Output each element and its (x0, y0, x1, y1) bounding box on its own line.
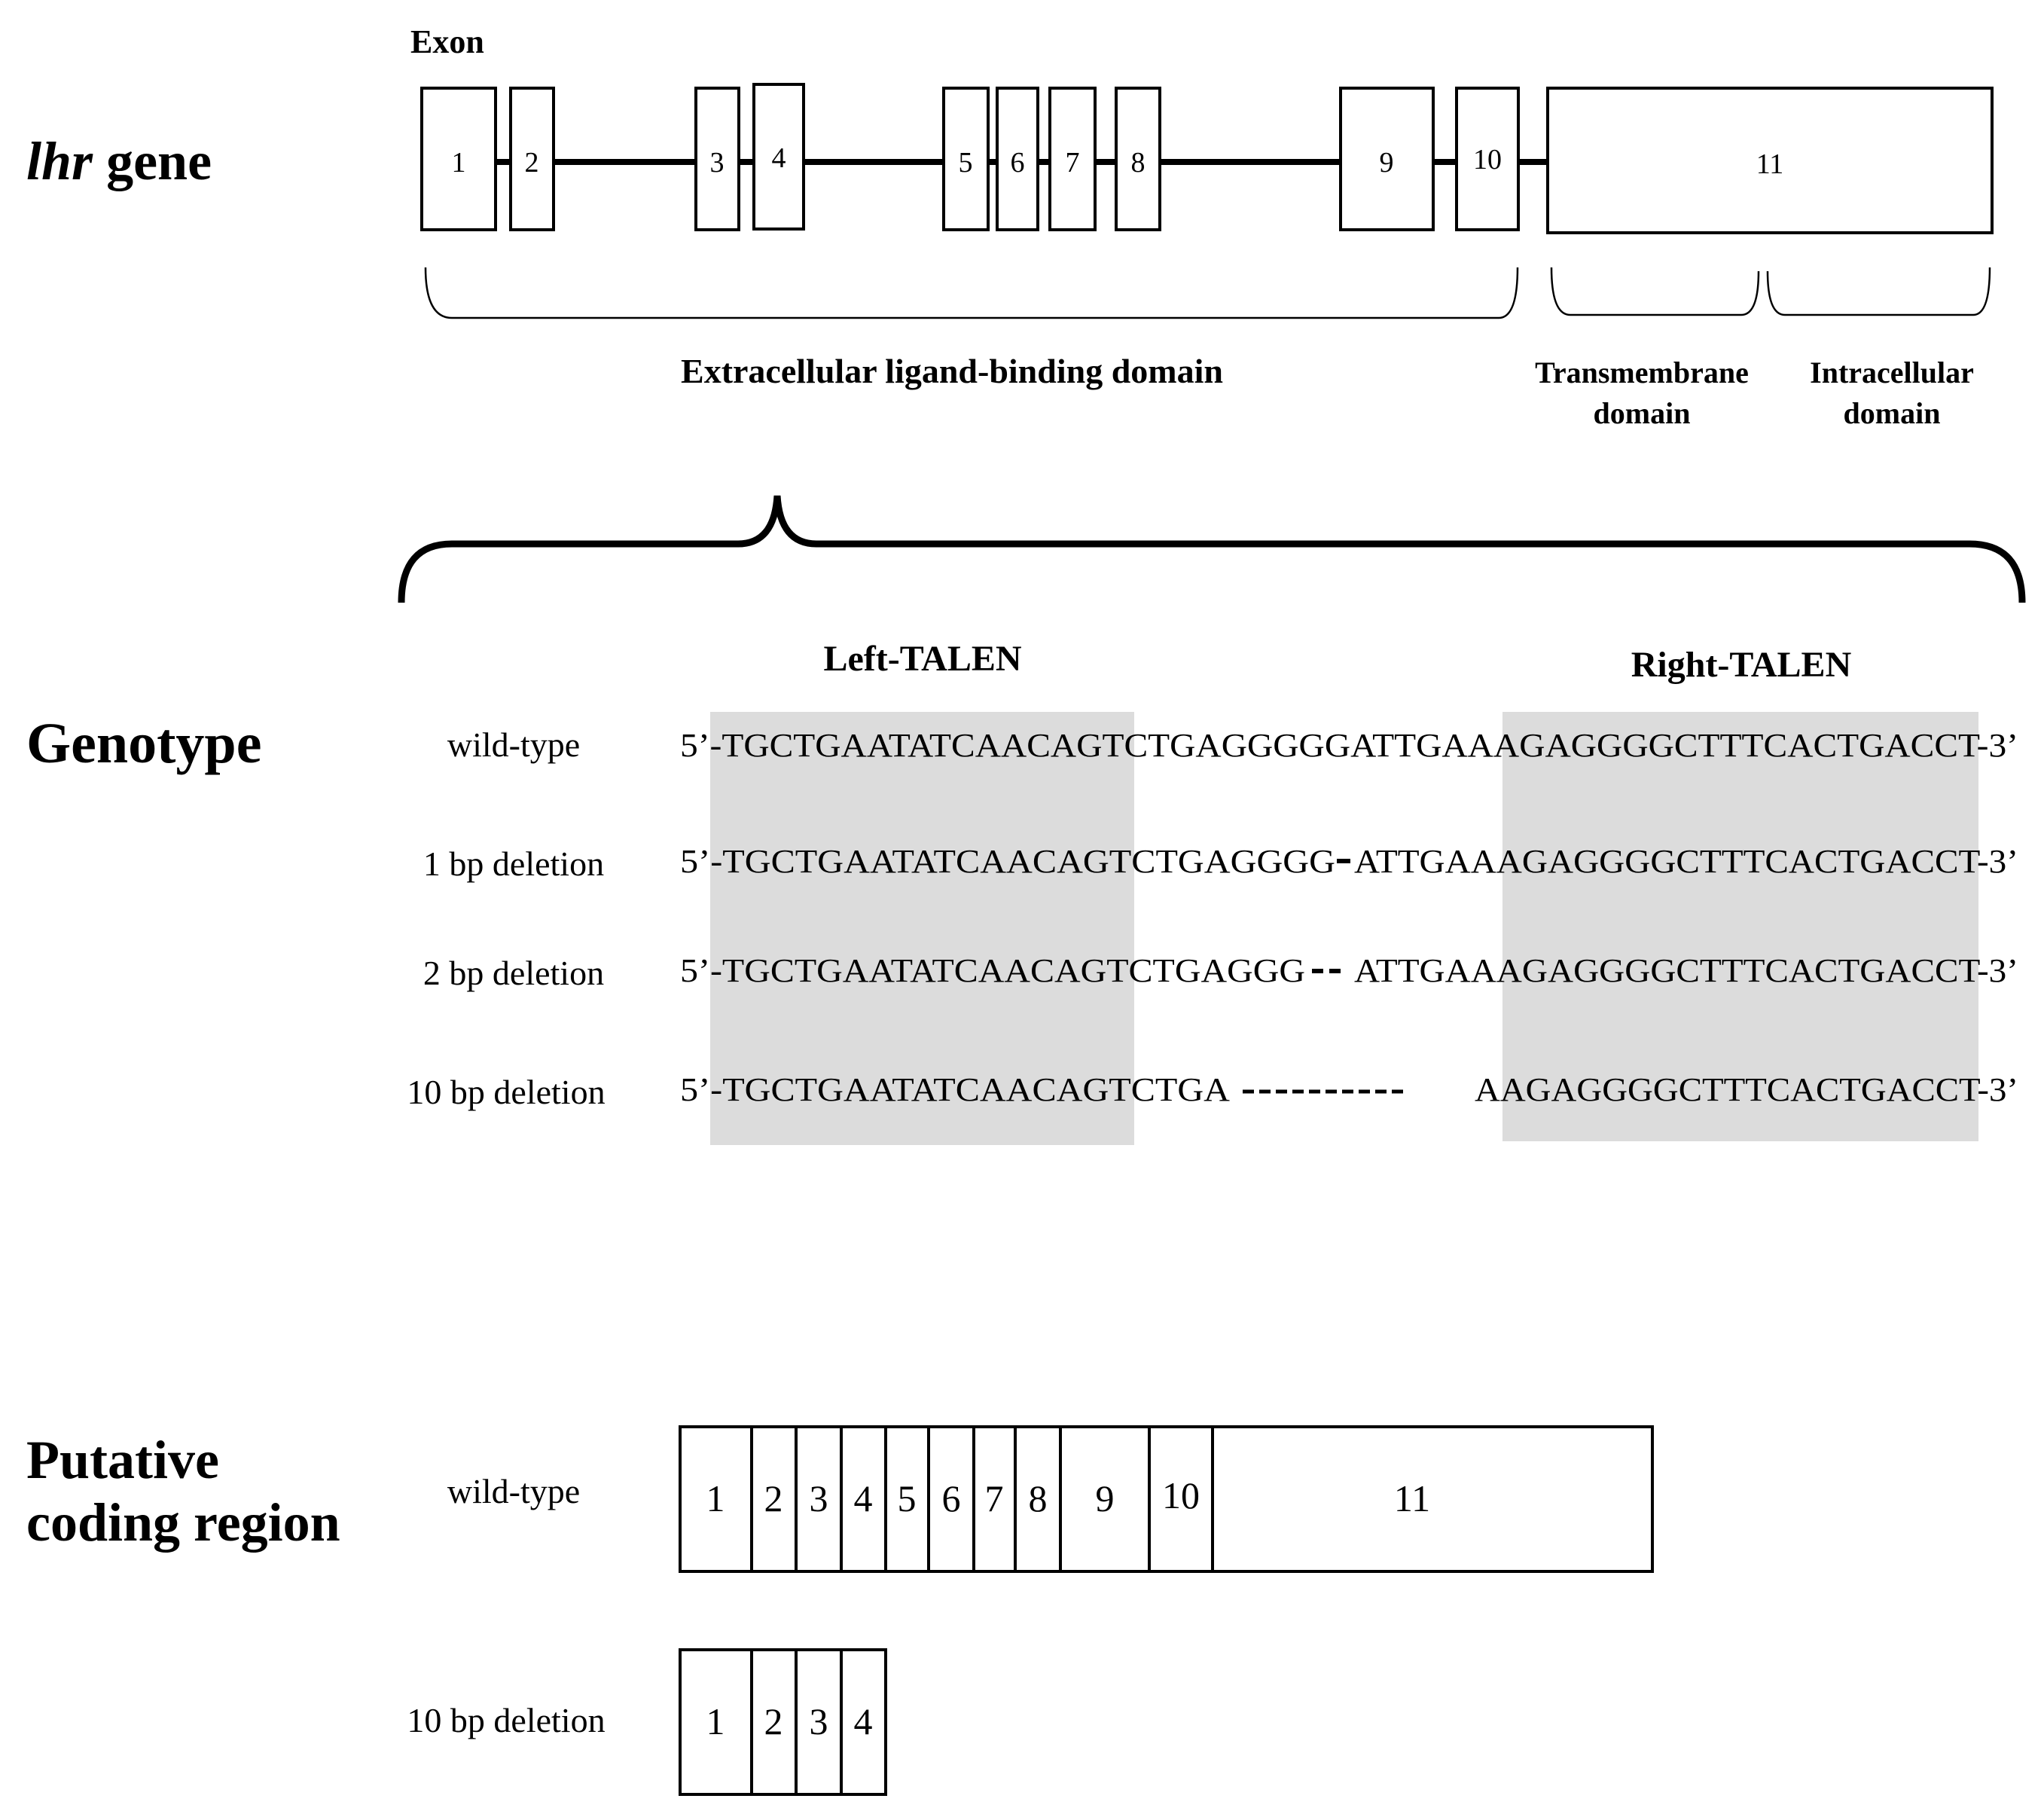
coding-exon-label: 10 (1162, 1474, 1200, 1516)
sequence-right: ATTGAAAGAGGGGCTTTCACTGACCT-3’ (1354, 843, 2018, 880)
gene-exon-label: 10 (1473, 144, 1502, 176)
gene-exon-7: 7 (1048, 87, 1097, 231)
gene-exon-label: 11 (1756, 148, 1784, 180)
gene-exon-label: 3 (710, 147, 725, 179)
transmembrane-bracket (1550, 267, 1760, 316)
gene-exon-3: 3 (694, 87, 740, 231)
gene-exon-label: 7 (1066, 147, 1080, 179)
coding-wt-label: wild-type (447, 1472, 580, 1510)
transmembrane-domain-label-2: domain (1594, 396, 1691, 430)
left-talen-label: Left-TALEN (823, 639, 1021, 679)
genotype-row-1bp-deletion: 1 bp deletion 5’-TGCTGAATATCAACAGTCTGAGG… (423, 843, 2018, 883)
gene-exon-4: 4 (752, 83, 805, 231)
sequence-left: 5’-TGCTGAATATCAACAGTCTGA (680, 1071, 1230, 1108)
genotype-row-2bp-deletion: 2 bp deletion 5’-TGCTGAATATCAACAGTCTGAGG… (423, 952, 2018, 992)
gene-exon-label: 8 (1131, 147, 1146, 179)
genotype-row-label: 2 bp deletion (423, 954, 604, 992)
right-talen-shade (1502, 712, 1978, 1141)
genotype-heading: Genotype (26, 712, 261, 775)
coding-exon-label: 5 (898, 1477, 917, 1519)
coding-heading-line1: Putative (26, 1430, 219, 1490)
sequence-left: 5’-TGCTGAATATCAACAGTCTGAGGG (680, 952, 1305, 989)
genotype-row-label: 1 bp deletion (423, 844, 604, 883)
genotype-row-label: 10 bp deletion (407, 1073, 605, 1111)
coding-exon-label: 3 (810, 1477, 828, 1519)
intracellular-domain-label-1: Intracellular (1810, 356, 1974, 389)
gene-title: lhr gene (26, 131, 212, 191)
coding-exon-label: 3 (810, 1700, 828, 1742)
sequence-right: AAGAGGGGCTTTCACTGACCT-3’ (1475, 1071, 2018, 1108)
coding-del-outline (679, 1648, 887, 1796)
coding-exon-label: 8 (1029, 1477, 1048, 1519)
coding-exon-label: 4 (854, 1477, 873, 1519)
coding-exon-label: 9 (1096, 1477, 1115, 1519)
coding-del-track: 1 2 3 4 (679, 1648, 887, 1796)
gene-exon-9: 9 (1339, 87, 1435, 231)
gene-exon-6: 6 (996, 87, 1039, 231)
genotype-row-label: wild-type (447, 725, 580, 764)
gene-exon-label: 4 (772, 142, 786, 174)
coding-del-label: 10 bp deletion (407, 1701, 605, 1739)
zoom-brace (398, 495, 2026, 603)
sequence-left: 5’-TGCTGAATATCAACAGTCTGAGGGG (680, 843, 1335, 880)
gene-exon-5: 5 (942, 87, 990, 231)
gene-exon-label: 9 (1380, 147, 1394, 179)
left-talen-shade (710, 712, 1134, 1145)
coding-exon-label: 1 (706, 1700, 725, 1742)
gene-exon-label: 1 (452, 147, 466, 179)
intracellular-domain-label-2: domain (1844, 396, 1941, 430)
coding-exon-label: 7 (985, 1477, 1004, 1519)
transmembrane-domain-label-1: Transmembrane (1535, 356, 1749, 389)
coding-heading-line2: coding region (26, 1492, 340, 1553)
gene-exon-2: 2 (509, 87, 555, 231)
coding-exon-label: 4 (854, 1700, 873, 1742)
gene-exon-label: 6 (1011, 147, 1025, 179)
coding-exon-label: 2 (764, 1477, 783, 1519)
exon-label: Exon (410, 23, 484, 60)
coding-wt-track: 1 2 3 4 5 6 7 8 9 10 11 (679, 1425, 1654, 1573)
gene-exon-8: 8 (1115, 87, 1161, 231)
gene-name-rest: gene (93, 131, 212, 191)
extracellular-domain-label: Extracellular ligand-binding domain (681, 352, 1223, 390)
gene-exon-1: 1 (420, 87, 497, 231)
coding-exon-label: 6 (942, 1477, 961, 1519)
gene-exon-label: 5 (959, 147, 973, 179)
coding-exon-label: 2 (764, 1700, 783, 1742)
gene-exon-label: 2 (525, 147, 539, 179)
gene-exon-10: 10 (1455, 87, 1520, 231)
coding-exon-label: 1 (706, 1477, 725, 1519)
sequence-right: ATTGAAAGAGGGGCTTTCACTGACCT-3’ (1354, 952, 2018, 989)
gene-exon-11: 11 (1546, 87, 1994, 234)
gene-name-italic: lhr (26, 131, 93, 191)
genotype-row-10bp-deletion: 10 bp deletion 5’-TGCTGAATATCAACAGTCTGA … (407, 1071, 2018, 1111)
genotype-row-wild-type: wild-type 5’-TGCTGAATATCAACAGTCTGAGGGGGA… (447, 725, 2018, 764)
intracellular-bracket (1766, 267, 1991, 316)
sequence: 5’-TGCTGAATATCAACAGTCTGAGGGGGATTGAAAGAGG… (680, 727, 2018, 764)
extracellular-bracket (424, 267, 1519, 319)
coding-exon-label: 11 (1394, 1477, 1430, 1519)
right-talen-label: Right-TALEN (1631, 645, 1852, 685)
